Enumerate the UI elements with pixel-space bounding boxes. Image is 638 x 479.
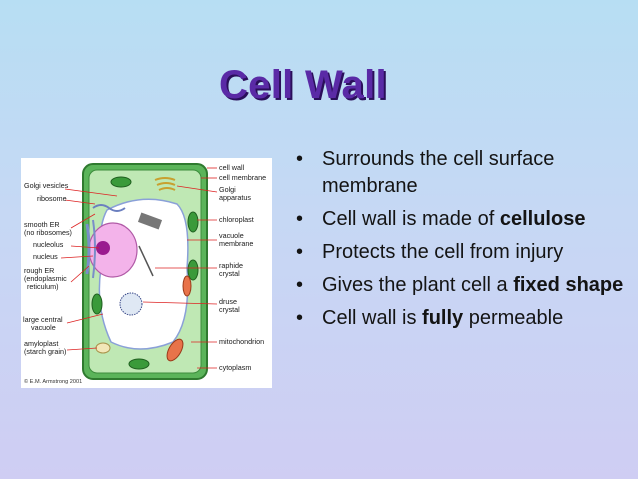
label-vacuole-membrane: vacuole <box>219 231 244 240</box>
druse-crystal-shape <box>119 292 143 316</box>
label-cell-wall: cell wall <box>219 163 245 172</box>
mitochondrion-shape <box>166 338 184 362</box>
chloroplast-shape <box>128 358 150 370</box>
nucleus-shape <box>88 222 138 278</box>
chloroplast-shape <box>187 211 199 233</box>
raphide-bundle-shape <box>137 212 163 230</box>
mitochondrion-shape <box>182 275 192 297</box>
bullet-text: Gives the plant cell a <box>322 274 514 296</box>
label-amyloplast: amyloplast <box>24 339 58 348</box>
rough-er-shape-2 <box>92 219 96 279</box>
label-golgi-2: apparatus <box>219 193 251 202</box>
bullet-text: Cell wall is made of <box>322 208 500 230</box>
bullet-bold-text: fixed shape <box>513 274 624 296</box>
chloroplast-shape <box>91 293 103 315</box>
nucleolus-shape <box>96 241 110 255</box>
bullet-item: Cell wall is fully permeable <box>296 305 632 332</box>
bullet-text-end: permeable <box>463 307 564 329</box>
bullet-text: Protects the cell from injury <box>322 241 564 263</box>
plant-cell-svg: cell wall cell membrane Golgi apparatus … <box>23 163 266 385</box>
rough-er-shape <box>85 223 91 275</box>
label-nucleus: nucleus <box>33 252 58 261</box>
label-large-central-vacuole-2: vacuole <box>31 323 56 332</box>
chloroplast-shape <box>187 259 199 281</box>
slide-title: Cell Wall <box>219 63 387 107</box>
bullet-bold-text: fully <box>422 307 464 329</box>
bullet-item: Gives the plant cell a fixed shape <box>296 272 632 299</box>
bullet-item: Surrounds the cell surface membrane <box>296 146 632 200</box>
label-amyloplast-2: (starch grain) <box>24 347 66 356</box>
label-druse-2: crystal <box>219 305 240 314</box>
smooth-er-shape <box>92 204 126 212</box>
raphide-crystal-shape <box>138 245 154 277</box>
label-smooth-er: smooth ER <box>24 220 60 229</box>
label-raphide-2: crystal <box>219 269 240 278</box>
label-large-central-vacuole: large central <box>23 315 63 324</box>
label-rough-er-2: (endoplasmic <box>24 274 67 283</box>
label-vacuole-membrane-2: membrane <box>219 239 253 248</box>
label-rough-er-3: reticulum) <box>27 282 59 291</box>
bullet-bold-text: cellulose <box>499 208 586 230</box>
left-leader-lines <box>60 188 118 351</box>
plant-cell-diagram: cell wall cell membrane Golgi apparatus … <box>21 158 272 388</box>
label-cell-membrane: cell membrane <box>219 173 266 182</box>
label-nucleolus: nucleolus <box>33 240 64 249</box>
label-ribosome: ribosome <box>37 194 67 203</box>
label-golgi: Golgi <box>219 185 236 194</box>
label-druse: druse <box>219 297 237 306</box>
label-cytoplasm: cytoplasm <box>219 363 251 372</box>
right-leader-lines <box>142 167 218 369</box>
label-smooth-er-2: (no ribosomes) <box>24 228 72 237</box>
label-raphide: raphide <box>219 261 243 270</box>
chloroplast-shape <box>110 176 132 188</box>
bullet-item: Cell wall is made of cellulose <box>296 206 632 233</box>
bullet-list: Surrounds the cell surface membrane Cell… <box>296 146 632 338</box>
bullet-item: Protects the cell from injury <box>296 239 632 266</box>
bullet-text: Cell wall is <box>322 307 423 329</box>
label-golgi-vesicles: Golgi vesicles <box>24 181 69 190</box>
label-chloroplast: chloroplast <box>219 215 254 224</box>
golgi-shape <box>154 177 176 191</box>
label-rough-er: rough ER <box>24 266 54 275</box>
diagram-credit: © E.M. Armstrong 2001 <box>24 378 82 385</box>
bullet-text: Surrounds the cell surface membrane <box>322 148 555 197</box>
amyloplast-shape <box>95 342 111 354</box>
label-mitochondrion: mitochondrion <box>219 337 264 346</box>
